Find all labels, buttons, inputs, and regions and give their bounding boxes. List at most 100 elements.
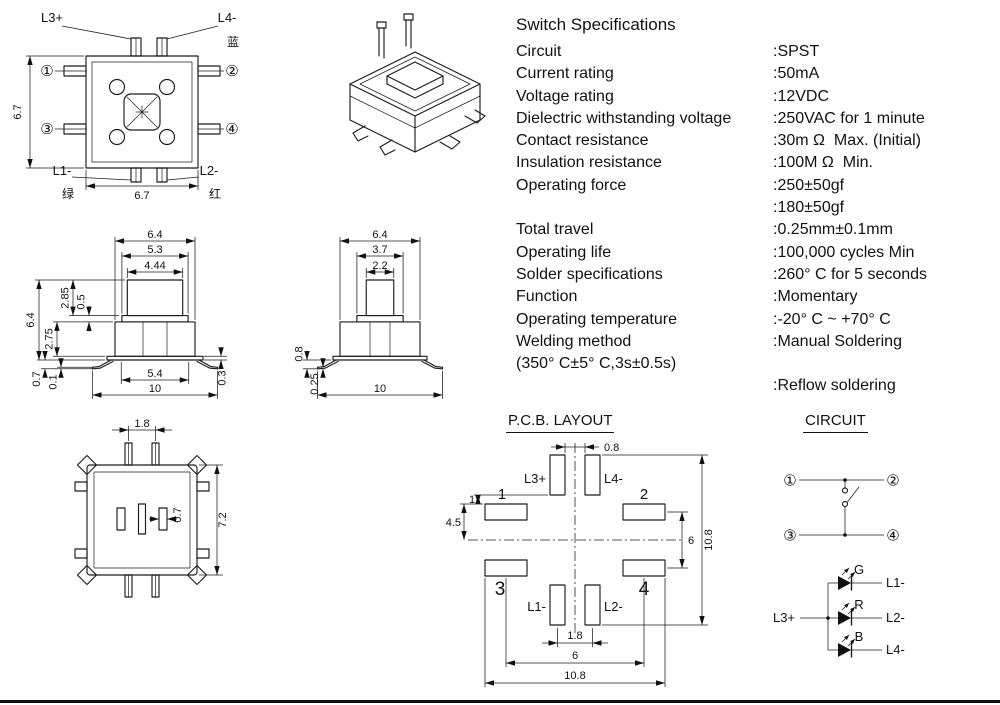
spec-value: :SPST (773, 43, 820, 60)
spec-row-insulation: Insulation resistance:100M Ω Min. (516, 152, 998, 174)
spec-row-total-travel: Total travel :0.25mm±0.1mm (516, 219, 998, 241)
front-dim-mid-width: 5.3 (147, 244, 162, 256)
bottom-dim-height: 7.2 (217, 512, 229, 527)
bottom-dim-pin-gap: 1.8 (134, 418, 149, 430)
side-view-drawing: 6.4 3.7 2.2 10 0.8 0.25 (294, 229, 444, 399)
specifications-panel: Switch Specifications Circuit :SPST Curre… (516, 12, 998, 398)
spec-value: :250±50gf (773, 176, 845, 194)
spec-label: (350° C±5° C,3s±0.5s) (516, 355, 677, 373)
pcb-layout-drawing: L3+ L4- L1- L2- 1 2 3 4 0.8 1 4.5 6 10.8… (446, 442, 715, 687)
spec-row-operating-life: Operating life:100,000 cycles Min (516, 242, 998, 264)
spec-label: Operating temperature (516, 310, 677, 328)
label-l4-minus: L4- (218, 10, 237, 25)
spec-row-circuit: Circuit :SPST (516, 41, 998, 63)
circuit-pin4: ④ (886, 527, 899, 545)
spec-value: :Manual Soldering (773, 332, 902, 350)
spec-value: :0.25mm±0.1mm (773, 221, 893, 239)
spec-row-reflow: :Reflow soldering (516, 375, 998, 397)
spec-row-welding: Welding method :Manual Soldering (516, 331, 998, 353)
isometric-view-drawing (349, 13, 486, 156)
spec-row-operating-force: Operating force :250±50gf (516, 175, 998, 197)
label-red-cn: 红 (209, 186, 221, 201)
circuit-out-l4: L4- (886, 642, 905, 657)
sheet-bottom-border (0, 700, 1000, 703)
spec-row-welding-detail: (350° C±5° C,3s±0.5s) (516, 353, 998, 375)
circuit-pin3: ③ (783, 527, 796, 545)
spec-value: :180±50gf (773, 199, 845, 217)
pcb-dim-vspan: 10.8 (703, 529, 715, 550)
pcb-label-l3: L3+ (524, 471, 546, 486)
pcb-pad1-number: 1 (498, 486, 506, 503)
dim-top-width: 6.7 (134, 190, 149, 202)
pcb-dim-cols: 1.8 (567, 630, 582, 642)
spec-label (516, 197, 773, 219)
front-dim-foot-height: 0.7 (31, 371, 43, 386)
label-l3-plus: L3+ (41, 10, 63, 25)
dim-top-height: 6.7 (12, 104, 24, 119)
pcb-layout-title: P.C.B. LAYOUT (506, 412, 615, 433)
spec-row-voltage: Voltage rating:12VDC (516, 86, 998, 108)
front-dim-feet-width: 10 (149, 383, 161, 395)
pcb-dimensions (460, 443, 708, 687)
front-dim-step-height: 0.5 (76, 294, 88, 309)
side-view-dimensions (303, 237, 443, 399)
pin4-marker: ④ (225, 120, 238, 138)
spec-label: Circuit (516, 43, 562, 60)
front-view-dimensions (35, 237, 227, 399)
side-dim-mid-width: 3.7 (372, 244, 387, 256)
spec-label: Welding method (516, 332, 632, 350)
pcb-dim-hspan: 10.8 (564, 670, 585, 682)
pcb-dim-rows: 6 (688, 535, 694, 547)
pcb-pads (484, 454, 666, 626)
pcb-label-l1: L1- (527, 599, 546, 614)
spec-value: :Reflow soldering (773, 377, 896, 395)
spec-row-contact-resistance: Contact resistance:30m Ω Max. (Initial) (516, 130, 998, 152)
specs-title: Switch Specifications (516, 15, 676, 34)
label-l2-minus: L2- (200, 163, 219, 178)
spec-label: Total travel (516, 221, 594, 239)
spec-row-solder: Solder specifications:260° C for 5 secon… (516, 264, 998, 286)
spec-row-current: Current rating:50mA (516, 63, 998, 85)
spec-row-dielectric: Dielectric withstanding voltage :250VAC f… (516, 108, 998, 130)
isometric-body (349, 13, 486, 156)
pin2-marker: ② (225, 62, 238, 80)
front-dim-foot-thickness: 0.1 (48, 374, 60, 389)
spec-row-operating-temp: Operating temperature :-20° C ~ +70° C (516, 309, 998, 331)
spec-value: :-20° C ~ +70° C (773, 310, 891, 328)
front-dim-plate-thickness: 0.3 (217, 370, 229, 385)
top-view-drawing: ① ② ③ ④ L3+ L4- 蓝 L1- 绿 L2- 红 6.7 6.7 (12, 10, 239, 202)
front-dim-outer-width: 6.4 (147, 229, 162, 241)
spec-value: :30m Ω Max. (Initial) (773, 132, 921, 150)
spec-label (516, 375, 773, 397)
pin3-marker: ③ (40, 120, 53, 138)
front-view-body (91, 279, 219, 370)
circuit-led-green: G (854, 562, 864, 577)
front-dim-button-width: 4.44 (144, 260, 165, 272)
spec-label: Operating force (516, 176, 627, 194)
front-dim-button-height: 2.85 (60, 287, 72, 308)
pcb-dim-top: 4.5 (446, 517, 461, 529)
spec-label: Dielectric withstanding voltage (516, 109, 732, 127)
pcb-pad2-number: 2 (640, 486, 648, 503)
spec-value: :260° C for 5 seconds (773, 265, 928, 283)
bottom-view-drawing: 1.8 0.7 7.2 (74, 418, 229, 598)
spec-value: :50mA (773, 65, 820, 83)
circuit-pin1: ① (783, 472, 796, 490)
spec-value: :Momentary (773, 288, 858, 306)
side-view-body (316, 279, 444, 370)
front-dim-body-height: 2.75 (44, 328, 56, 349)
spec-label: Function (516, 288, 578, 306)
spec-row-operating-force-2: :180±50gf (516, 197, 998, 219)
top-view-dimensions (26, 25, 224, 190)
spec-value: :250VAC for 1 minute (773, 109, 925, 127)
circuit-wires (799, 479, 884, 651)
label-blue-cn: 蓝 (227, 35, 239, 49)
spec-label: Voltage rating (516, 87, 614, 105)
circuit-symbols (826, 478, 853, 658)
spec-value: :100,000 cycles Min (773, 243, 915, 261)
bottom-view-dimensions (112, 426, 223, 576)
bottom-view-body (74, 442, 210, 598)
side-dim-outer-width: 6.4 (372, 229, 387, 241)
side-dim-button-width: 2.2 (372, 260, 387, 272)
circuit-out-l2: L2- (886, 610, 905, 625)
